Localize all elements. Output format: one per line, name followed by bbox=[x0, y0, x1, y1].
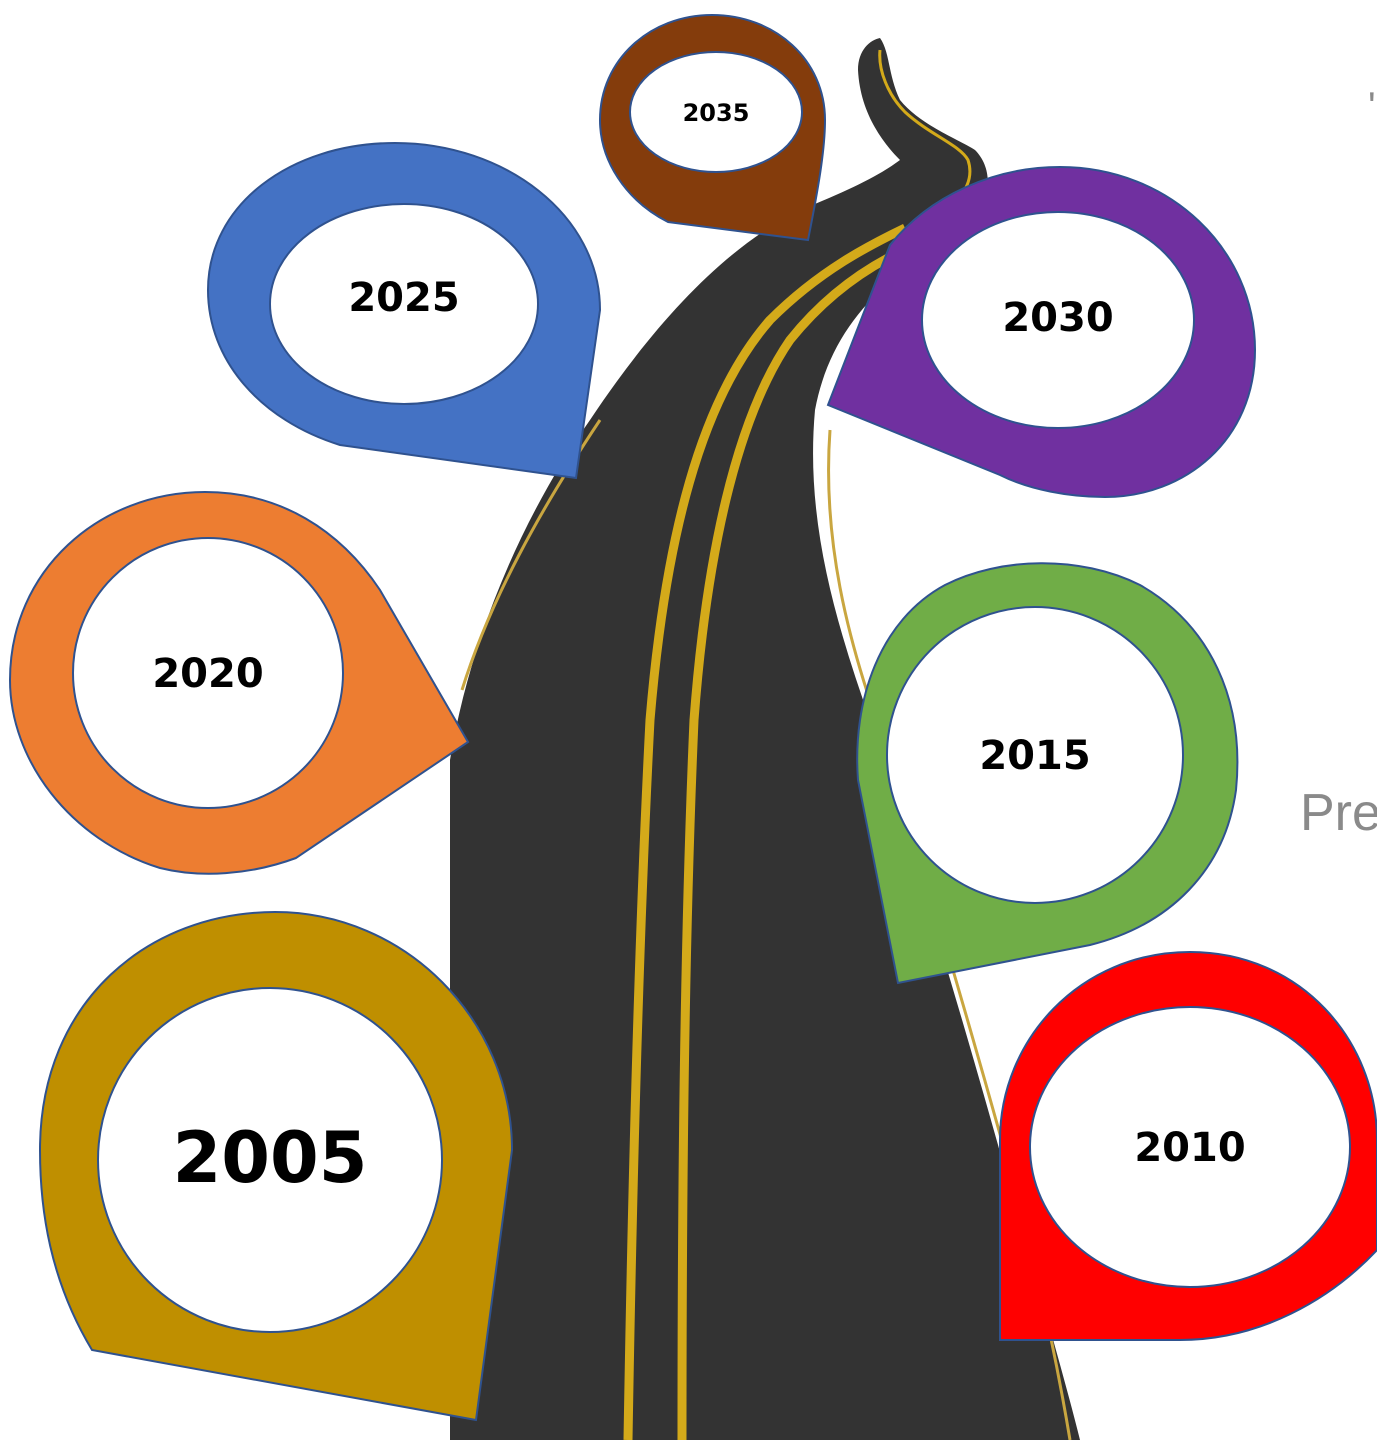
road-center-line-1 bbox=[623, 223, 907, 1440]
pin-2005: 2005 bbox=[38, 910, 514, 1422]
pin-2010: 2010 bbox=[999, 950, 1377, 1341]
pin-2010-inner bbox=[1029, 1006, 1351, 1288]
pin-2030-label: 2030 bbox=[1002, 295, 1113, 341]
pin-2010-label: 2010 bbox=[1134, 1125, 1245, 1171]
pin-2015-label: 2015 bbox=[979, 733, 1090, 779]
pin-2020-label: 2020 bbox=[152, 651, 263, 697]
road-asphalt bbox=[450, 38, 1080, 1440]
edge-text: Pre bbox=[1300, 784, 1377, 842]
pin-2030: 2030 bbox=[826, 165, 1257, 499]
pin-2020: 2020 bbox=[8, 490, 470, 875]
pin-2015: 2015 bbox=[856, 562, 1239, 985]
pin-2035-label: 2035 bbox=[683, 99, 750, 127]
pin-2005-inner bbox=[97, 987, 443, 1333]
road-top-curve-line bbox=[878, 49, 972, 207]
pin-2035: 2035 bbox=[598, 13, 827, 242]
road bbox=[450, 38, 1080, 1440]
edge-mark: ' bbox=[1368, 85, 1376, 129]
pin-2025-inner bbox=[269, 203, 539, 405]
road-center-line-2 bbox=[677, 240, 917, 1440]
pin-2025-label: 2025 bbox=[348, 275, 459, 321]
pin-2025: 2025 bbox=[206, 141, 602, 480]
pin-2015-inner bbox=[886, 606, 1184, 904]
pin-2005-label: 2005 bbox=[173, 1117, 368, 1199]
pin-2030-inner bbox=[921, 211, 1195, 429]
pin-2020-inner bbox=[72, 537, 344, 809]
pin-2035-inner bbox=[629, 51, 803, 173]
